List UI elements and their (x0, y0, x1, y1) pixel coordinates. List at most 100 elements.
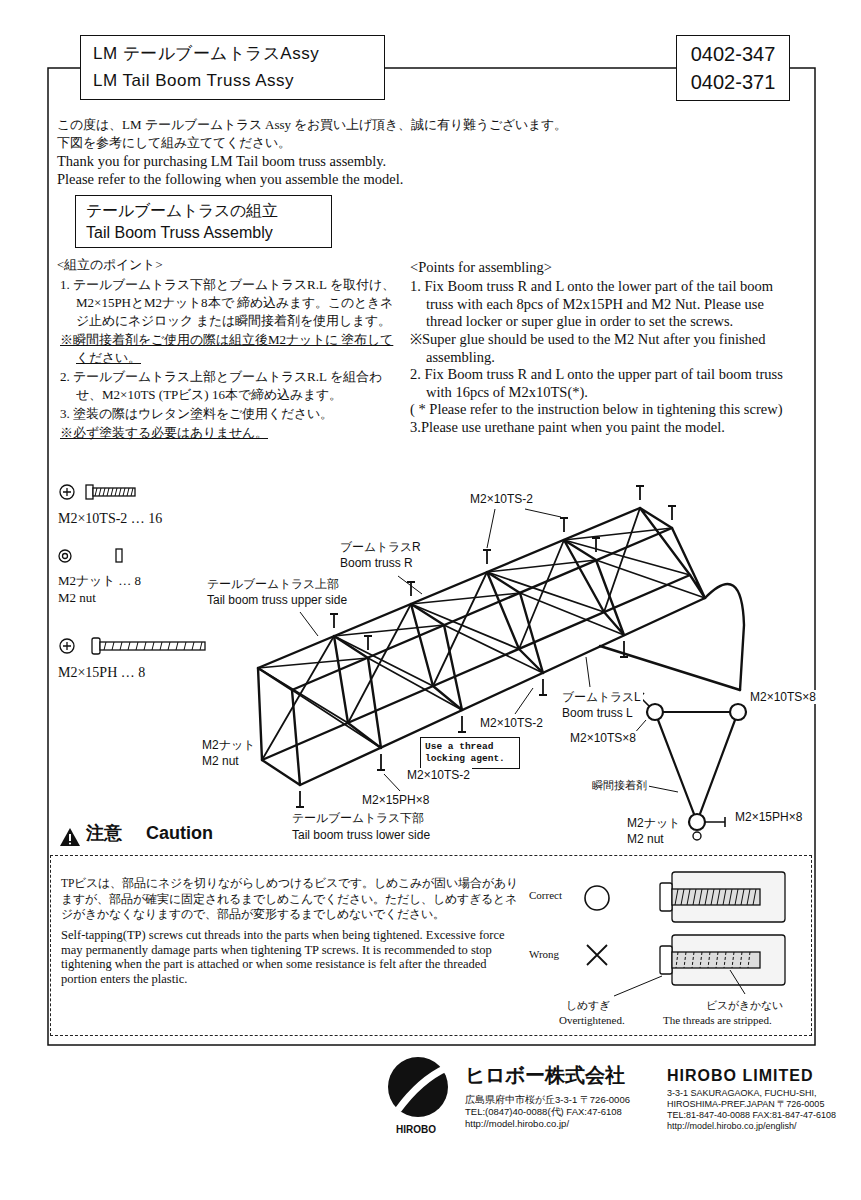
section-heading: <組立のポイント> (57, 257, 163, 273)
company-address: HIROSHIMA-PREF.JAPAN 〒726-0005 (667, 1099, 824, 1110)
section-title: Tail Boom Truss Assembly (86, 223, 273, 242)
part-label: ブームトラスR (338, 540, 423, 554)
part-label: テールブームトラス下部 (290, 811, 426, 825)
screw-symbol (330, 486, 676, 650)
caution-box: 注意CautionTPビスは、部品にネジを切りながらしめつけるビスです。しめこみ… (50, 855, 812, 1036)
title-box: LM テールブームトラスAssy LM Tail Boom Truss Assy (80, 35, 385, 100)
caution-text: Correct (529, 889, 562, 902)
part-icon (100, 642, 205, 650)
instruction-text: 2. テールブームトラス上部とブームトラスR.L を組合わせ、M2×10TS (… (60, 368, 395, 404)
part-label: M2×15PH×8 (733, 810, 804, 824)
screw-figure (675, 889, 756, 905)
tail-boom-truss (258, 508, 744, 785)
company-address: 広島県府中市桜が丘3-3-1 〒726-0006 (465, 1094, 630, 1105)
part-icon (95, 488, 133, 496)
instruction-text: 3.Please use urethane paint when you pai… (410, 419, 795, 437)
part-icon (63, 488, 71, 496)
screw-figure (585, 872, 785, 996)
screw-figure (587, 945, 607, 965)
company-address: TEL:(0847)40-0088(代) FAX:47-6108 (465, 1106, 622, 1117)
sheet-frame (48, 68, 815, 1045)
warning-icon (60, 828, 80, 846)
strut-detail (689, 814, 705, 830)
part-label: M2×10TS-2 (468, 492, 535, 506)
part-label: Tail boom truss lower side (290, 828, 432, 842)
company-logo (398, 1068, 446, 1110)
leader-line (300, 509, 678, 792)
part-label: テールブームトラス上部 (205, 577, 341, 591)
part-list-entry: M2ナット … 8 (58, 573, 141, 589)
sheet-frame (48, 68, 815, 1045)
warning-icon (69, 834, 71, 841)
company-logo (388, 1057, 448, 1117)
part-label: M2×10TS×8 (568, 731, 638, 745)
caution-text: ビスがきかない (706, 999, 783, 1012)
tail-boom-truss (705, 584, 744, 690)
part-label: M2×10TS×8 (748, 690, 818, 704)
section-heading: <Points for assembling> (410, 259, 552, 276)
screw-figure (672, 952, 760, 968)
tail-boom-truss (411, 604, 462, 710)
tail-boom-truss (487, 572, 543, 673)
warning-icon (69, 842, 71, 844)
part-number-box: 0402-3470402-371 (676, 35, 790, 101)
part-label: M2 nut (200, 754, 241, 768)
part-icon (104, 642, 202, 650)
callout-box: Use a thread locking agent. (420, 737, 520, 769)
leader-line (300, 509, 678, 792)
part-list-entry: M2 nut (58, 590, 96, 606)
caution-text: The threads are stripped. (663, 1014, 772, 1027)
part-icon (93, 488, 135, 496)
callout-text: Use a thread locking agent. (425, 741, 509, 765)
caution-text: しめすぎ (566, 999, 610, 1012)
screw-figure (585, 886, 609, 910)
strut-detail (693, 832, 701, 840)
tail-boom-truss (334, 636, 381, 748)
part-label: 瞬間接着剤 (590, 779, 649, 792)
part-label: M2 nut (625, 832, 666, 846)
part-icon (60, 639, 74, 653)
screw-figure (676, 952, 750, 968)
screw-figure (672, 935, 785, 985)
tail-boom-truss (300, 598, 705, 785)
instruction-note: ※Super glue should be used to the M2 Nut… (410, 331, 795, 366)
caution-text: Overtightened. (559, 1014, 625, 1027)
screw-symbol (296, 486, 676, 807)
part-icon (60, 485, 74, 499)
intro-text: 下図を参考にして組み立ててください。 (57, 135, 291, 151)
tail-boom-truss (292, 560, 705, 748)
company-logo (388, 1057, 448, 1117)
instruction-text: 3. 塗装の際はウレタン塗料をご使用ください。 (60, 405, 395, 423)
part-icon (86, 485, 93, 499)
section-title: テールブームトラスの組立 (86, 201, 278, 220)
part-icon (59, 485, 205, 654)
screw-figure (614, 970, 745, 996)
company-name: HIROBO LIMITED (667, 1066, 813, 1085)
instruction-text: 1. テールブームトラス下部とブームトラスR.L を取付け、M2×15PHとM2… (60, 276, 395, 330)
part-label: M2×10TS-2 (478, 716, 545, 730)
part-number: 0402-347 (691, 42, 776, 66)
tail-boom-truss (600, 646, 740, 690)
part-icon (63, 642, 71, 650)
title-text: LM テールブームトラスAssy (93, 44, 319, 64)
company-address: 3-3-1 SAKURAGAOKA, FUCHU-SHI, (667, 1088, 817, 1099)
part-label: M2×10TS-2 (405, 768, 472, 782)
section-box: テールブームトラスの組立 Tail Boom Truss Assembly (75, 195, 332, 248)
tail-boom-truss (640, 508, 705, 598)
instruction-text: 1. Fix Boom truss R and L onto the lower… (410, 278, 795, 331)
intro-text: この度は、LM テールブームトラス Assy をお買い上げ頂き、誠に有り難うござ… (57, 117, 567, 133)
part-icon (59, 550, 71, 562)
part-label: Tail boom truss upper side (205, 593, 349, 607)
tail-boom-truss (258, 668, 300, 785)
strut-detail (655, 712, 738, 822)
logo-text: HIROBO (396, 1124, 436, 1136)
caution-text: TPビスは、部品にネジを切りながらしめつけるビスです。しめこみが固い場合がありま… (61, 876, 519, 923)
part-label: M2ナット (625, 816, 682, 830)
part-list-entry: M2×10TS-2 … 16 (58, 511, 162, 528)
warning-icon (60, 828, 80, 846)
instruction-note: ( * Please refer to the instruction belo… (410, 401, 795, 419)
title-text: LM Tail Boom Truss Assy (93, 71, 294, 91)
instruction-text: 2. Fix Boom truss R and L onto the upper… (410, 366, 795, 401)
caution-text: Wrong (529, 948, 559, 961)
